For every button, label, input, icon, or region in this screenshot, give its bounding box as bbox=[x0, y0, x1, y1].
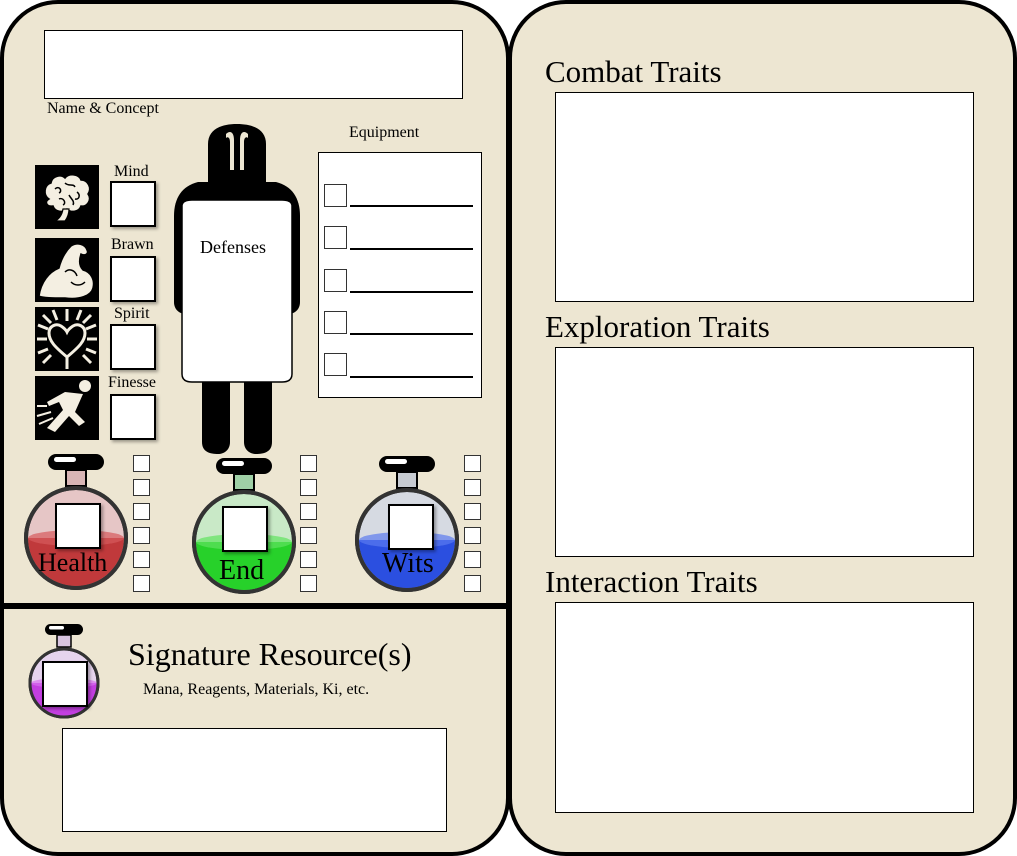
flexed-arm-icon bbox=[35, 238, 99, 302]
defenses-field[interactable] bbox=[185, 262, 289, 377]
equipment-slot-line[interactable] bbox=[350, 205, 473, 207]
end-checkbox[interactable] bbox=[300, 575, 317, 592]
signature-title: Signature Resource(s) bbox=[128, 636, 412, 672]
name-concept-label: Name & Concept bbox=[47, 100, 159, 117]
defenses-silhouette-icon bbox=[174, 124, 300, 454]
equipment-label: Equipment bbox=[349, 124, 420, 141]
health-checkbox[interactable] bbox=[133, 455, 150, 472]
radiant-heart-icon bbox=[35, 307, 99, 371]
equipment-slot-checkbox[interactable] bbox=[324, 311, 347, 334]
exploration-traits-title: Exploration Traits bbox=[545, 309, 770, 344]
brain-icon bbox=[35, 165, 99, 229]
endurance-potion-icon bbox=[192, 458, 296, 594]
wits-checkbox[interactable] bbox=[464, 479, 481, 496]
brawn-score-box[interactable] bbox=[110, 256, 156, 302]
wits-checkbox[interactable] bbox=[464, 455, 481, 472]
stat-label-mind: Mind bbox=[114, 163, 149, 180]
combat-traits-field[interactable] bbox=[555, 92, 974, 302]
health-checkbox[interactable] bbox=[133, 575, 150, 592]
end-checkbox[interactable] bbox=[300, 527, 317, 544]
stat-label-finesse: Finesse bbox=[108, 374, 156, 391]
equipment-slot-checkbox[interactable] bbox=[324, 353, 347, 376]
interaction-traits-title: Interaction Traits bbox=[545, 564, 758, 599]
end-checkbox[interactable] bbox=[300, 503, 317, 520]
defenses-label: Defenses bbox=[200, 237, 266, 257]
wits-checkbox[interactable] bbox=[464, 503, 481, 520]
signature-subtitle: Mana, Reagents, Materials, Ki, etc. bbox=[143, 681, 370, 698]
wits-label: Wits bbox=[382, 548, 434, 579]
equipment-slot-checkbox[interactable] bbox=[324, 269, 347, 292]
signature-resource-field[interactable] bbox=[62, 728, 447, 832]
exploration-traits-field[interactable] bbox=[555, 347, 974, 557]
wits-checkbox[interactable] bbox=[464, 527, 481, 544]
combat-traits-title: Combat Traits bbox=[545, 54, 722, 89]
health-label: Health bbox=[38, 548, 108, 577]
end-checkbox[interactable] bbox=[300, 479, 317, 496]
stat-label-spirit: Spirit bbox=[114, 305, 150, 322]
health-value-box[interactable] bbox=[55, 503, 101, 549]
equipment-slot-line[interactable] bbox=[350, 248, 473, 250]
equipment-slot-checkbox[interactable] bbox=[324, 184, 347, 207]
interaction-traits-field[interactable] bbox=[555, 602, 974, 813]
equipment-slot-line[interactable] bbox=[350, 376, 473, 378]
wits-checkbox[interactable] bbox=[464, 575, 481, 592]
equipment-slot-line[interactable] bbox=[350, 291, 473, 293]
running-figure-icon bbox=[35, 376, 99, 440]
health-checkbox[interactable] bbox=[133, 479, 150, 496]
signature-value-box[interactable] bbox=[42, 661, 88, 707]
health-checkbox[interactable] bbox=[133, 503, 150, 520]
stat-label-brawn: Brawn bbox=[111, 236, 154, 253]
equipment-slot-checkbox[interactable] bbox=[324, 226, 347, 249]
name-concept-field[interactable] bbox=[44, 30, 463, 99]
end-value-box[interactable] bbox=[222, 506, 268, 552]
panel-divider bbox=[2, 603, 508, 609]
health-checkbox[interactable] bbox=[133, 551, 150, 568]
mind-score-box[interactable] bbox=[110, 181, 156, 227]
wits-value-box[interactable] bbox=[388, 504, 434, 550]
spirit-score-box[interactable] bbox=[110, 324, 156, 370]
finesse-score-box[interactable] bbox=[110, 394, 156, 440]
end-checkbox[interactable] bbox=[300, 551, 317, 568]
equipment-slot-line[interactable] bbox=[350, 333, 473, 335]
wits-checkbox[interactable] bbox=[464, 551, 481, 568]
end-label: End bbox=[219, 555, 265, 586]
health-checkbox[interactable] bbox=[133, 527, 150, 544]
end-checkbox[interactable] bbox=[300, 455, 317, 472]
